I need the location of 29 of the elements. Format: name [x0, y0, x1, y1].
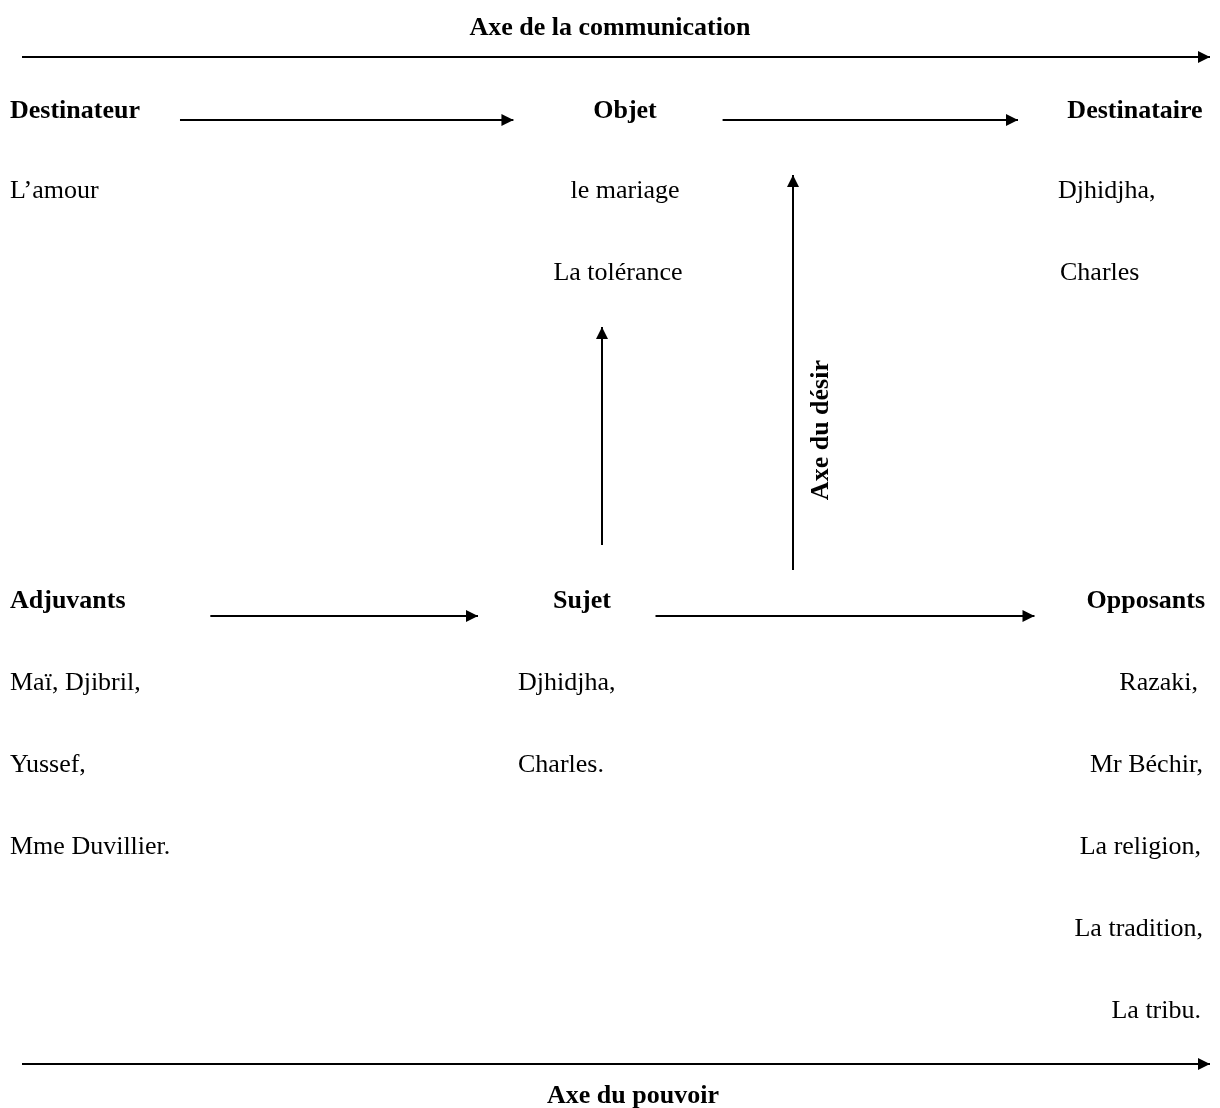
actant-text: L’amour	[10, 175, 99, 205]
actant-heading: Sujet	[553, 585, 611, 615]
actant-text: La religion,	[1079, 831, 1201, 861]
axis-label: Axe du pouvoir	[547, 1080, 719, 1108]
actant-text: le mariage	[570, 175, 680, 205]
actant-heading: Adjuvants	[10, 585, 126, 615]
actant-heading: Opposants	[1086, 585, 1205, 615]
actant-text: Maï, Djibril,	[10, 667, 141, 697]
arrow	[209, 610, 479, 622]
axis-label: Axe de la communication	[469, 12, 751, 42]
axis-label: Axe du désir	[805, 360, 835, 501]
actant-text: Mme Duvillier.	[10, 831, 171, 861]
actant-text: Yussef,	[10, 749, 86, 779]
actant-heading: Destinataire	[1067, 95, 1203, 125]
arrow	[596, 326, 608, 546]
actant-text: Djhidjha,	[1058, 175, 1156, 205]
actant-text: Razaki,	[1119, 667, 1198, 697]
arrow	[654, 610, 1036, 622]
actant-heading: Objet	[593, 95, 657, 125]
actant-text: Charles.	[518, 749, 604, 779]
arrow	[179, 114, 515, 126]
actant-text: Djhidjha,	[518, 667, 616, 697]
actant-text: La tolérance	[553, 257, 683, 287]
actant-heading: Destinateur	[10, 95, 140, 125]
actant-text: Charles	[1060, 257, 1140, 287]
actant-text: Mr Béchir,	[1089, 749, 1203, 779]
actant-text: La tribu.	[1111, 995, 1201, 1025]
actant-text: La tradition,	[1074, 913, 1203, 943]
arrow	[721, 114, 1019, 126]
